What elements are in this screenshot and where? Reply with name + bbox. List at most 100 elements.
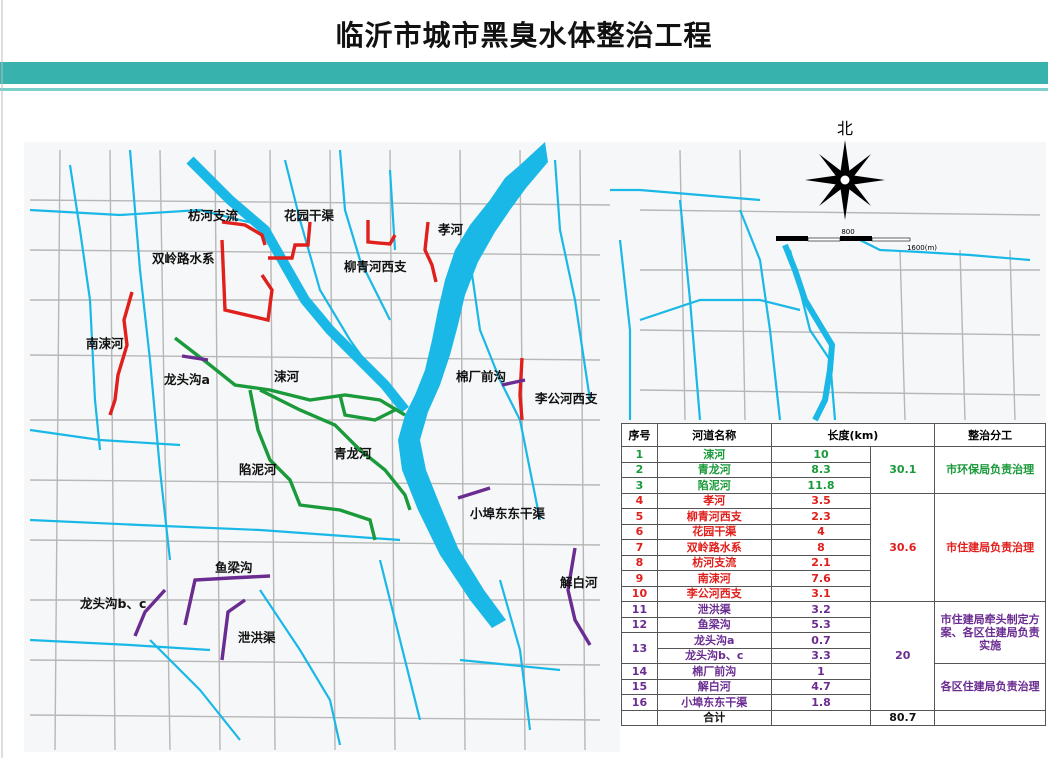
- cell-name: 龙头沟a: [656, 632, 772, 649]
- cell-length: 10: [770, 446, 872, 463]
- red-rivers: [108, 220, 524, 421]
- cell-name: 孝河: [656, 492, 772, 509]
- label-qinglong: 青龙河: [334, 446, 372, 461]
- cell-no: 11: [621, 601, 658, 618]
- cell-no: 16: [621, 694, 658, 711]
- cell-length: 3.3: [770, 647, 872, 664]
- group-total: 30.1: [870, 446, 936, 494]
- cell-length: 3.5: [770, 492, 872, 509]
- east-tributary: [782, 243, 836, 422]
- cell-length: 3.2: [770, 601, 872, 618]
- cell-no: 9: [621, 570, 658, 587]
- cell-name: 花园干渠: [656, 523, 772, 540]
- label-longtou-bc: 龙头沟b、c: [80, 596, 147, 611]
- cell-no: 14: [621, 663, 658, 680]
- cell-length: 11.8: [770, 477, 872, 494]
- group-total: 30.6: [870, 492, 936, 602]
- division-cell: 市环保局负责治理: [934, 446, 1046, 494]
- table-row: 5 柳青河西支 2.3: [621, 508, 1046, 525]
- header-rule: [0, 88, 1048, 91]
- cell-name: 泄洪渠: [656, 601, 772, 618]
- label-shuangling: 双岭路水系: [152, 251, 215, 266]
- cell-no: 8: [621, 554, 658, 571]
- cell-blank: [934, 709, 1046, 726]
- cell-name: 涑河: [656, 446, 772, 463]
- cell-no: 15: [621, 678, 658, 695]
- river-longtou-bc: [133, 588, 167, 637]
- scale-bar: [776, 236, 911, 242]
- label-nanshu: 南涑河: [86, 336, 124, 351]
- division-cell: 市住建局负责治理: [934, 492, 1046, 602]
- river-xiebai: [566, 547, 592, 646]
- river-qinglong: [259, 388, 412, 511]
- cell-name: 龙头沟b、c: [656, 647, 772, 664]
- river-xianni: [248, 389, 377, 541]
- cell-name: 李公河西支: [656, 585, 772, 602]
- cell-blank: [621, 709, 658, 726]
- cell-length: 0.7: [770, 632, 872, 649]
- cell-length: 8.3: [770, 461, 872, 478]
- river-mianchang: [501, 378, 526, 387]
- cell-length: 2.3: [770, 508, 872, 525]
- cell-no: 10: [621, 585, 658, 602]
- label-xiehong: 泄洪渠: [238, 630, 276, 645]
- north-label: 北: [837, 119, 853, 138]
- total-value: 80.7: [870, 709, 936, 726]
- label-shuhe: 涑河: [274, 369, 300, 384]
- main-river: [398, 142, 548, 628]
- division-cell: 市住建局牵头制定方案、各区住建局负责实施: [934, 601, 1046, 664]
- map-background-east: [560, 142, 1046, 424]
- label-longtou-a: 龙头沟a: [164, 372, 210, 387]
- cell-length: 1.8: [770, 694, 872, 711]
- table-row: 8 枋河支流 2.1: [621, 554, 1046, 571]
- river-shuangling: [220, 239, 274, 323]
- compass-rose: [805, 140, 885, 220]
- river-xiehong: [220, 598, 246, 661]
- remediation-table: 序号 河道名称 长度(km) 整治分工 1 涑河 10 30.1 市环保局负责治…: [621, 423, 1046, 726]
- cell-length: 5.3: [770, 616, 872, 633]
- river-yuliang: [183, 574, 271, 626]
- table-row: 10 李公河西支 3.1: [621, 585, 1046, 602]
- river-longtou-a: [181, 354, 209, 362]
- cell-name: 南涑河: [656, 570, 772, 587]
- header-no: 序号: [621, 423, 658, 447]
- table-row: 11 泄洪渠 3.2 20 市住建局牵头制定方案、各区住建局负责实施: [621, 601, 1046, 711]
- river-huayuan: [268, 221, 312, 260]
- river-shu: [173, 336, 406, 417]
- table-header-row: 序号 河道名称 长度(km) 整治分工: [621, 423, 1046, 447]
- label-yuliang: 鱼梁沟: [215, 560, 253, 575]
- label-ligong: 李公河西支: [535, 391, 598, 406]
- cell-no: 13: [621, 632, 658, 664]
- river-ligong: [518, 357, 524, 421]
- table-row: 12 鱼梁沟 5.3: [621, 616, 1046, 633]
- cell-no: 1: [621, 446, 658, 463]
- scale-label-end: 1600(m): [907, 244, 937, 252]
- cell-length: 1: [770, 663, 872, 680]
- road-grid: [29, 149, 1041, 751]
- cell-name: 棉厂前沟: [656, 663, 772, 680]
- cell-no: 3: [621, 477, 658, 494]
- cell-no: 5: [621, 508, 658, 525]
- cell-no: 12: [621, 616, 658, 633]
- cell-length: 4: [770, 523, 872, 540]
- label-fanghe: 枋河支流: [188, 208, 239, 223]
- cell-length: 8: [770, 539, 872, 556]
- table-row: 4 孝河 3.5 30.6 市住建局负责治理: [621, 492, 1046, 602]
- cell-length: 7.6: [770, 570, 872, 587]
- cell-name: 解白河: [656, 678, 772, 695]
- cell-name: 青龙河: [656, 461, 772, 478]
- table-row: 9 南涑河 7.6: [621, 570, 1046, 587]
- river-liuqing: [366, 220, 397, 246]
- label-xianni: 陷泥河: [239, 462, 277, 477]
- cell-no: 7: [621, 539, 658, 556]
- cell-blank: [770, 709, 872, 726]
- cell-no: 2: [621, 461, 658, 478]
- river-fanghe: [221, 220, 267, 246]
- label-xiaobu: 小埠东东干渠: [470, 506, 546, 521]
- table-row: 1 涑河 10 30.1 市环保局负责治理: [621, 446, 1046, 494]
- cell-name: 柳青河西支: [656, 508, 772, 525]
- green-rivers: [173, 336, 412, 541]
- label-xiaohe: 孝河: [438, 222, 464, 237]
- table-row: 2 青龙河 8.3: [621, 461, 1046, 478]
